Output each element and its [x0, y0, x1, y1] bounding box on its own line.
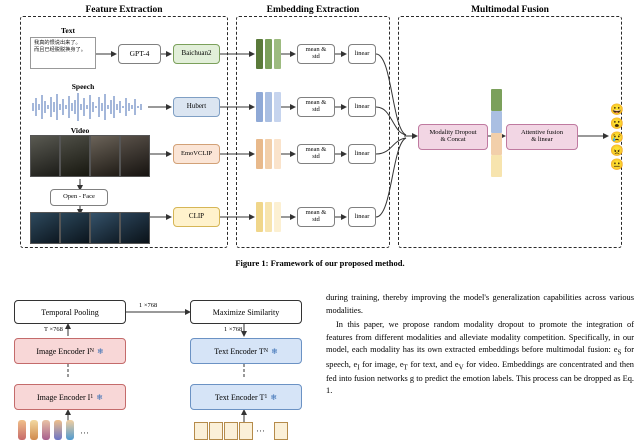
paragraph-2-b: for speech, e: [326, 345, 634, 369]
paragraph-2-sub-t: T: [403, 363, 408, 372]
snowflake-icon-text-n: ❄: [271, 346, 278, 356]
paragraph-1: during training, thereby improving the m…: [326, 293, 634, 315]
emovclip-box: EmoVCLIP: [173, 144, 220, 164]
panel-embedding-extraction: [236, 16, 390, 248]
paragraph-2: In this paper, we propose random modalit…: [326, 319, 634, 398]
label-video: Video: [70, 126, 90, 135]
maximize-similarity-box: Maximize Similarity: [190, 300, 302, 324]
face-mean-std-box: mean & std: [297, 207, 335, 227]
baichuan2-box: Baichuan2: [173, 44, 220, 64]
image-encoder-1-label: Image Encoder I: [36, 392, 91, 402]
emoji-sad: 😢: [610, 131, 624, 144]
emoji-angry: 😠: [610, 145, 624, 158]
video-frames: [30, 135, 150, 177]
paragraph-2-e: for video. Embeddings are concentrated a…: [326, 359, 634, 396]
text-encoder-1-label: Text Encoder T: [214, 392, 265, 402]
paragraph-2-a: In this paper, we propose random modalit…: [326, 320, 634, 355]
snowflake-icon-text-1: ❄: [270, 392, 278, 402]
paragraph-2-d: for text, and e: [407, 359, 459, 369]
panel-title-embedding-extraction: Embedding Extraction: [266, 5, 360, 15]
text-encoder-n-sub: N: [263, 348, 269, 354]
panel-title-multimodal-fusion: Multimodal Fusion: [471, 5, 549, 15]
text-mean-std-box: mean & std: [297, 44, 335, 64]
paragraph-2-c: for image, e: [359, 359, 404, 369]
emoji-surprise: 😮: [610, 117, 624, 130]
label-text: Text: [61, 26, 75, 35]
figure-1: Feature Extraction Embedding Extraction …: [8, 4, 632, 254]
figure2-text-token-boxes: ···: [190, 418, 302, 442]
body-text-column: during training, thereby improving the m…: [326, 292, 634, 400]
snowflake-icon-image-n: ❄: [96, 346, 104, 356]
paragraph-2-sub-i: I: [357, 363, 360, 372]
figure1-connectors: [77, 51, 609, 220]
emoji-neutral: 😐: [610, 159, 624, 171]
panel-multimodal-fusion: [398, 16, 622, 248]
openface-box: Open - Face: [50, 189, 108, 206]
paragraph-2-sub-s: S: [617, 349, 622, 358]
emoji-happy: 😀: [610, 104, 624, 116]
video-mean-std-box: mean & std: [297, 144, 335, 164]
dim-label-right: 1 ×768: [224, 326, 243, 333]
image-encoder-1-sub: 1: [90, 394, 94, 400]
modality-dropout-box: Modality Dropout & Concat: [418, 124, 488, 150]
figure-1-caption: Figure 1: Framework of our proposed meth…: [235, 258, 405, 268]
label-speech: Speech: [71, 82, 95, 91]
speech-mean-std-box: mean & std: [297, 97, 335, 117]
hubert-box: Hubert: [173, 97, 220, 117]
image-encoder-n-label: Image Encoder I: [36, 346, 90, 356]
gpt4-box: GPT-4: [118, 44, 161, 64]
video-linear-box: linear: [348, 144, 376, 164]
speech-waveform: [32, 93, 142, 121]
text-encoder-1-sub: 1: [264, 394, 268, 400]
panel-title-feature-extraction: Feature Extraction: [85, 5, 163, 15]
clip-box: CLIP: [173, 207, 220, 227]
temporal-pooling-box: Temporal Pooling: [14, 300, 126, 324]
dim-label-left: T ×768: [44, 326, 63, 333]
image-encoder-n-sub: N: [89, 348, 94, 354]
speech-linear-box: linear: [348, 97, 376, 117]
dim-label-top: 1 ×768: [139, 302, 158, 309]
text-sample-box: 我真的恨说出来了。 而且已经脱脱换身了。: [30, 37, 96, 69]
figure-2: Temporal Pooling Maximize Similarity 1 ×…: [6, 292, 318, 442]
panel-feature-extraction: [20, 16, 228, 248]
figure2-input-icons: ···: [14, 418, 126, 442]
attentive-fusion-box: Attentive fusion & linear: [506, 124, 578, 150]
face-frames: [30, 212, 150, 244]
text-linear-box: linear: [348, 44, 376, 64]
face-linear-box: linear: [348, 207, 376, 227]
paragraph-2-sub-v: V: [458, 363, 464, 372]
emotion-output-emojis: 😀 😮 😢 😠 😐: [610, 104, 624, 173]
text-encoder-n-label: Text Encoder T: [214, 346, 264, 356]
snowflake-icon-image-1: ❄: [96, 392, 103, 402]
